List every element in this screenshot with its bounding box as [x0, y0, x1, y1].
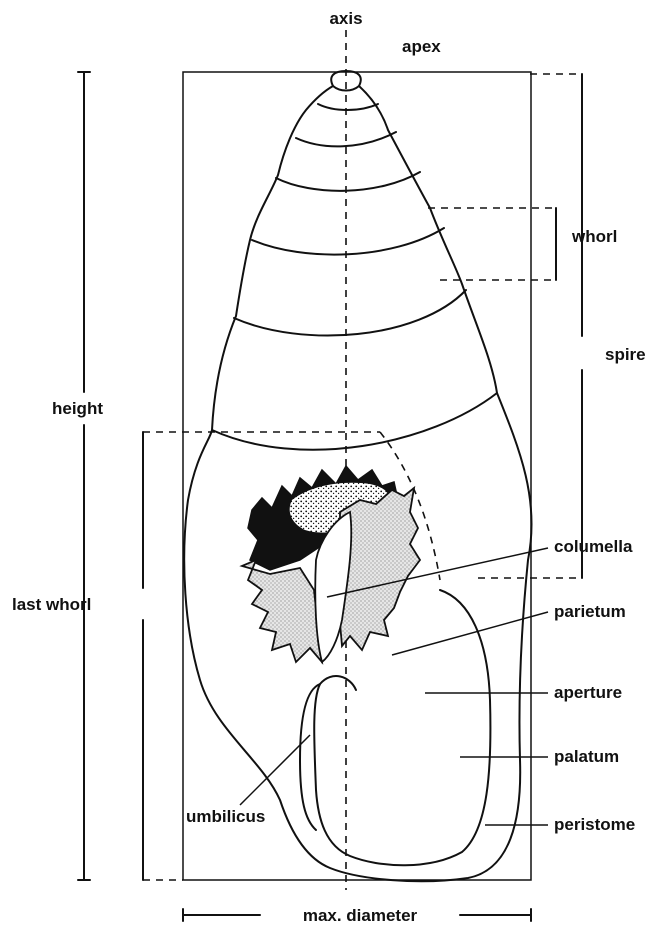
label-axis: axis [329, 9, 362, 28]
label-whorl: whorl [571, 227, 617, 246]
label-peristome: peristome [554, 815, 635, 834]
label-height: height [52, 399, 103, 418]
label-spire: spire [605, 345, 646, 364]
label-max-diameter: max. diameter [303, 906, 418, 925]
label-columella: columella [554, 537, 633, 556]
whorl-bracket [428, 208, 556, 280]
label-apex: apex [402, 37, 441, 56]
height-bracket [78, 72, 90, 880]
label-umbilicus: umbilicus [186, 807, 265, 826]
label-parietum: parietum [554, 602, 626, 621]
label-last-whorl: last whorl [12, 595, 91, 614]
shell-outline [184, 71, 531, 881]
label-aperture: aperture [554, 683, 622, 702]
label-palatum: palatum [554, 747, 619, 766]
cutaway-stipple-left [242, 560, 322, 662]
bounding-box [183, 72, 531, 880]
